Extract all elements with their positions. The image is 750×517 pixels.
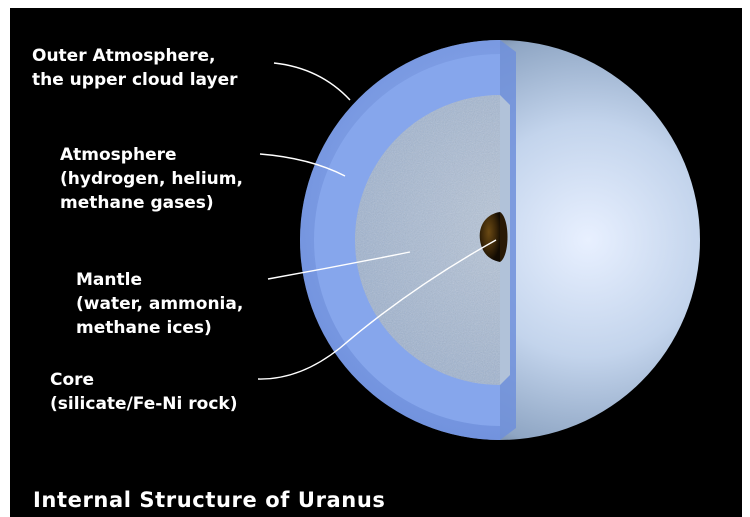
label-core: Core (silicate/Fe-Ni rock) xyxy=(50,368,237,416)
leader-line-outer-atmosphere xyxy=(274,63,350,100)
label-atmosphere-line-2: (hydrogen, helium, xyxy=(60,167,243,191)
diagram-panel: Outer Atmosphere, the upper cloud layer … xyxy=(10,8,742,517)
label-mantle-line-3: methane ices) xyxy=(76,316,243,340)
label-atmosphere-line-3: methane gases) xyxy=(60,191,243,215)
label-atmosphere: Atmosphere (hydrogen, helium, methane ga… xyxy=(60,143,243,215)
label-atmosphere-line-1: Atmosphere xyxy=(60,143,243,167)
label-mantle-line-1: Mantle xyxy=(76,268,243,292)
label-outer-atmosphere-line-1: Outer Atmosphere, xyxy=(32,44,238,68)
label-outer-atmosphere-line-2: the upper cloud layer xyxy=(32,68,238,92)
label-mantle-line-2: (water, ammonia, xyxy=(76,292,243,316)
label-core-line-2: (silicate/Fe-Ni rock) xyxy=(50,392,237,416)
label-core-line-1: Core xyxy=(50,368,237,392)
diagram-title: Internal Structure of Uranus xyxy=(33,487,386,513)
label-outer-atmosphere: Outer Atmosphere, the upper cloud layer xyxy=(32,44,238,92)
label-mantle: Mantle (water, ammonia, methane ices) xyxy=(76,268,243,340)
